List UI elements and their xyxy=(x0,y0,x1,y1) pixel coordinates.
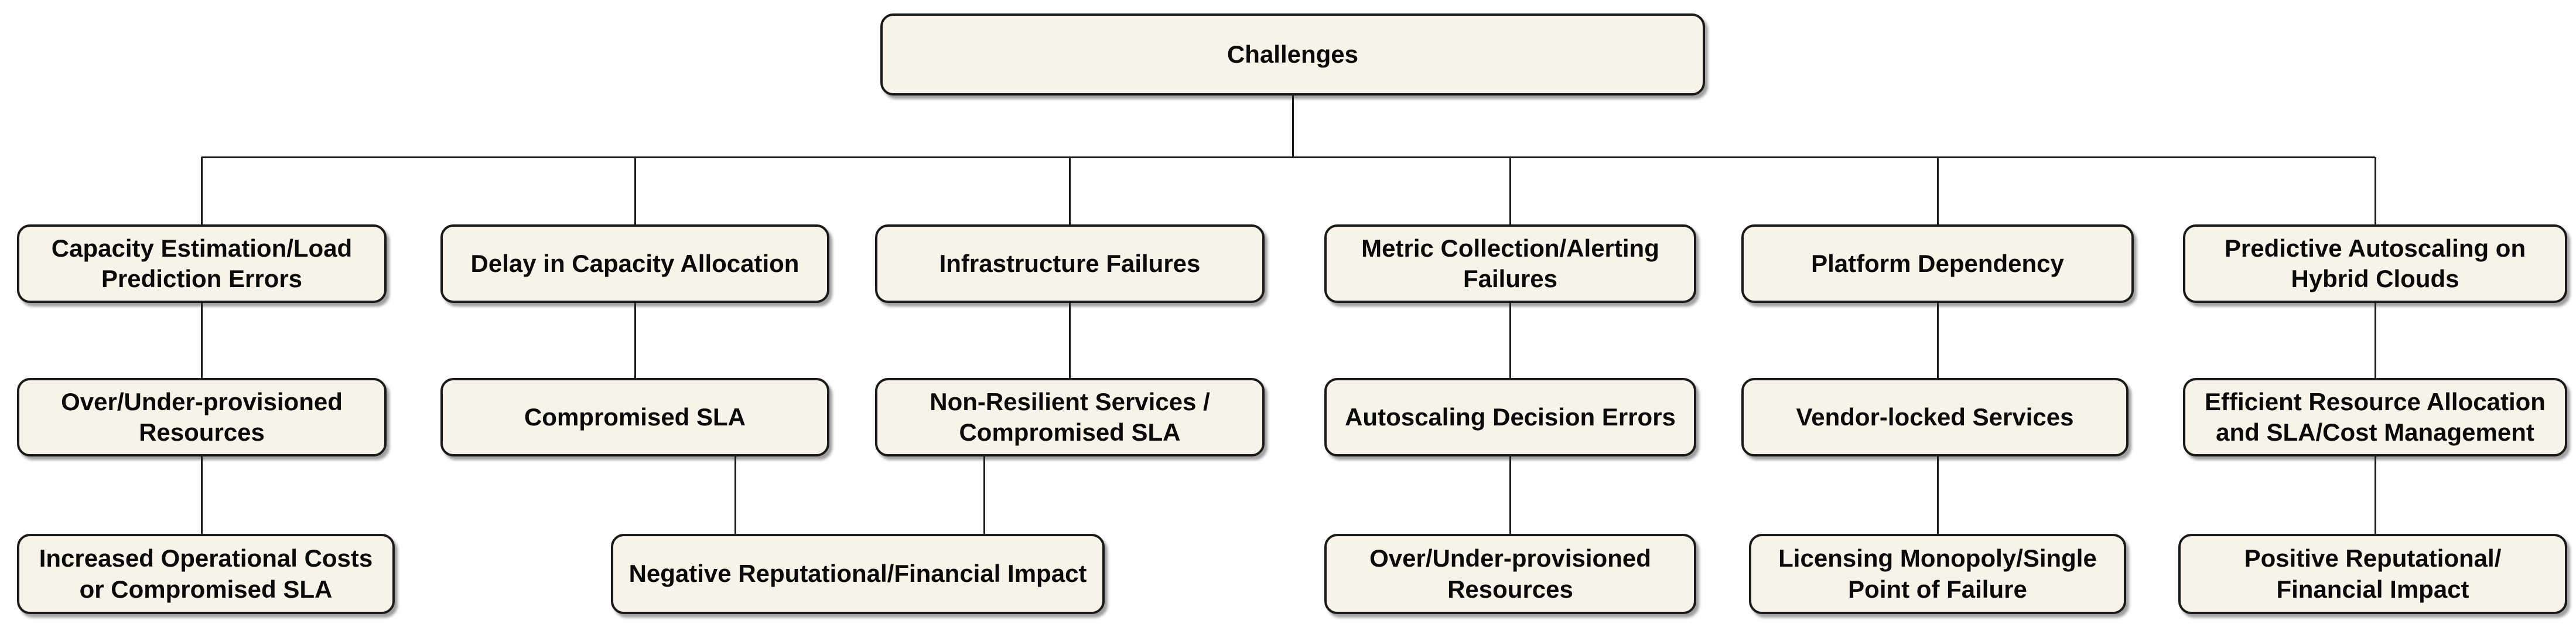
connector-overunder1-to-increased-costs xyxy=(200,456,203,534)
node-increased-operational-costs-or-compromised-sla: Increased Operational Costs or Compromis… xyxy=(17,534,395,614)
connector-delay-to-compromised-sla xyxy=(634,303,636,378)
node-efficient-resource-allocation-sla-cost: Efficient Resource Allocation and SLA/Co… xyxy=(2183,378,2567,456)
connector-trunk-to-capacity-estimation xyxy=(200,157,203,224)
connector-autoscaling-errors-to-overunder2 xyxy=(1509,456,1511,534)
connector-compromised-sla-to-negative-impact xyxy=(734,456,736,534)
node-negative-reputational-financial-impact: Negative Reputational/Financial Impact xyxy=(611,534,1105,614)
node-platform-dependency: Platform Dependency xyxy=(1741,224,2134,303)
node-predictive-autoscaling-on-hybrid-clouds: Predictive Autoscaling on Hybrid Clouds xyxy=(2183,224,2567,303)
connector-trunk-to-platform-dependency xyxy=(1936,157,1939,224)
node-capacity-estimation-load-prediction-errors: Capacity Estimation/Load Prediction Erro… xyxy=(17,224,387,303)
node-metric-collection-alerting-failures: Metric Collection/Alerting Failures xyxy=(1324,224,1696,303)
connector-capacity-to-overunder1 xyxy=(200,303,203,378)
connector-nonresilient-to-negative-impact xyxy=(983,456,985,534)
connector-platform-to-vendorlocked xyxy=(1936,303,1939,378)
connector-infrastructure-to-nonresilient xyxy=(1068,303,1071,378)
node-non-resilient-services-compromised-sla: Non-Resilient Services / Compromised SLA xyxy=(875,378,1265,456)
connector-root-to-trunk xyxy=(1292,96,1294,157)
node-positive-reputational-financial-impact: Positive Reputational/ Financial Impact xyxy=(2178,534,2567,614)
node-compromised-sla: Compromised SLA xyxy=(440,378,829,456)
node-infrastructure-failures: Infrastructure Failures xyxy=(875,224,1265,303)
connector-trunk-to-delay-capacity xyxy=(634,157,636,224)
connector-trunk-to-metric-collection xyxy=(1509,157,1511,224)
connector-trunk xyxy=(201,156,2375,158)
node-licensing-monopoly-single-point-of-failure: Licensing Monopoly/Single Point of Failu… xyxy=(1749,534,2126,614)
node-vendor-locked-services: Vendor-locked Services xyxy=(1741,378,2129,456)
node-delay-in-capacity-allocation: Delay in Capacity Allocation xyxy=(440,224,829,303)
node-challenges: Challenges xyxy=(880,13,1705,96)
node-over-under-provisioned-resources-1: Over/Under-provisioned Resources xyxy=(17,378,387,456)
connector-trunk-to-infrastructure xyxy=(1068,157,1071,224)
connector-metric-to-autoscaling-errors xyxy=(1509,303,1511,378)
connector-vendorlocked-to-licensing xyxy=(1936,456,1939,534)
connector-efficient-to-positive-impact xyxy=(2374,456,2376,534)
node-autoscaling-decision-errors: Autoscaling Decision Errors xyxy=(1324,378,1696,456)
connector-trunk-to-predictive-autoscaling xyxy=(2374,157,2376,224)
node-over-under-provisioned-resources-2: Over/Under-provisioned Resources xyxy=(1324,534,1696,614)
connector-predictive-to-efficient xyxy=(2374,303,2376,378)
